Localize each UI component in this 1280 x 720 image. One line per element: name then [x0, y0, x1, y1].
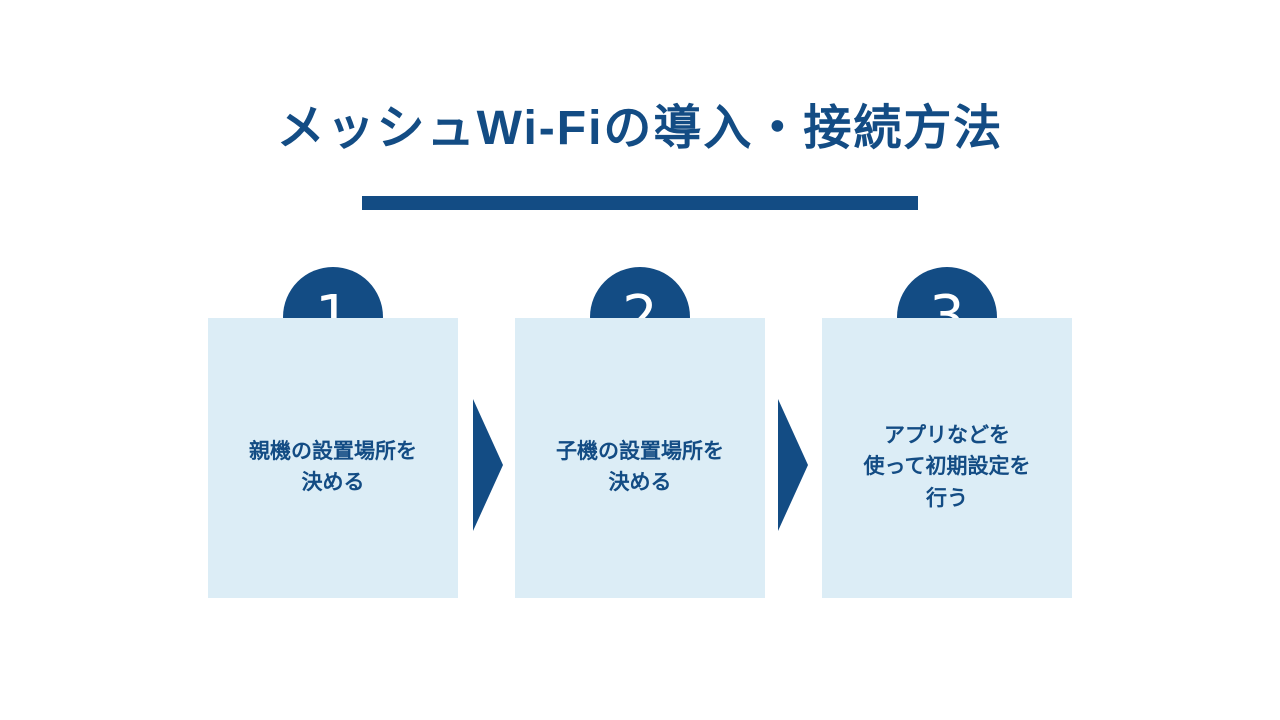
step-2-card: 子機の設置場所を 決める — [515, 318, 765, 598]
page-title: メッシュWi-Fiの導入・接続方法 — [276, 102, 1004, 155]
step-3-label: アプリなどを 使って初期設定を 行う — [863, 423, 1031, 510]
step-3-card: アプリなどを 使って初期設定を 行う — [822, 318, 1072, 598]
step-1-label: 親機の設置場所を 決める — [249, 439, 417, 495]
arrow-right-icon — [778, 399, 808, 531]
step-1-card: 親機の設置場所を 決める — [208, 318, 458, 598]
title-underline — [362, 196, 918, 210]
arrow-right-icon — [473, 399, 503, 531]
step-2-label: 子機の設置場所を 決める — [556, 439, 724, 495]
